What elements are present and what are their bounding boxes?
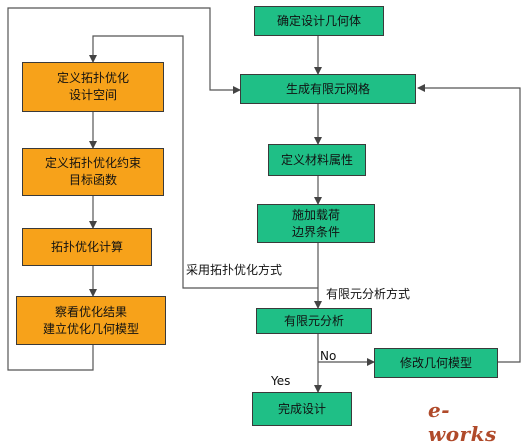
node-fea-label: 有限元分析 xyxy=(283,313,344,328)
node-define-geometry-label: 确定设计几何体 xyxy=(276,13,361,28)
node-modify-geometry: 修改几何模型 xyxy=(374,348,498,378)
node-define-topo-space-line1: 定义拓扑优化 xyxy=(56,71,129,85)
node-define-topo-constraints-line1: 定义拓扑优化约束 xyxy=(44,156,141,170)
label-no: No xyxy=(320,349,337,363)
node-view-results-line2: 建立优化几何模型 xyxy=(42,321,139,336)
node-apply-loads-line2: 边界条件 xyxy=(291,224,340,239)
node-generate-mesh: 生成有限元网格 xyxy=(240,74,416,104)
node-topo-compute-label: 拓扑优化计算 xyxy=(50,239,123,254)
node-define-topo-space: 定义拓扑优化 设计空间 xyxy=(22,62,164,112)
e-works-logo: e-works xyxy=(428,398,497,446)
node-apply-loads-line1: 施加载荷 xyxy=(291,207,340,222)
node-fea: 有限元分析 xyxy=(256,308,372,334)
arrow-results-back-to-mesh xyxy=(7,7,241,371)
line-loads-branch-to-topology xyxy=(89,35,318,289)
node-define-topo-constraints: 定义拓扑优化约束 目标函数 xyxy=(22,148,164,196)
connector-lines xyxy=(7,7,521,393)
label-yes: Yes xyxy=(271,374,291,388)
node-modify-geometry-label: 修改几何模型 xyxy=(399,355,472,370)
node-finish-design: 完成设计 xyxy=(252,392,352,426)
node-view-results-line1: 察看优化结果 xyxy=(54,304,127,319)
label-use-fea: 有限元分析方式 xyxy=(326,287,411,301)
node-define-topo-constraints-line2: 目标函数 xyxy=(68,173,117,187)
node-topo-compute: 拓扑优化计算 xyxy=(22,228,152,266)
node-define-topo-space-line2: 设计空间 xyxy=(68,88,117,102)
arrow-modify-back-to-mesh xyxy=(417,84,521,363)
node-generate-mesh-label: 生成有限元网格 xyxy=(285,81,370,96)
node-define-material-label: 定义材料属性 xyxy=(280,152,353,167)
node-define-geometry: 确定设计几何体 xyxy=(254,6,384,36)
node-view-results: 察看优化结果 建立优化几何模型 xyxy=(16,296,166,345)
node-define-material: 定义材料属性 xyxy=(268,144,366,176)
node-finish-design-label: 完成设计 xyxy=(277,401,326,416)
node-apply-loads: 施加载荷 边界条件 xyxy=(257,204,375,243)
label-use-topology: 采用拓扑优化方式 xyxy=(186,263,283,277)
